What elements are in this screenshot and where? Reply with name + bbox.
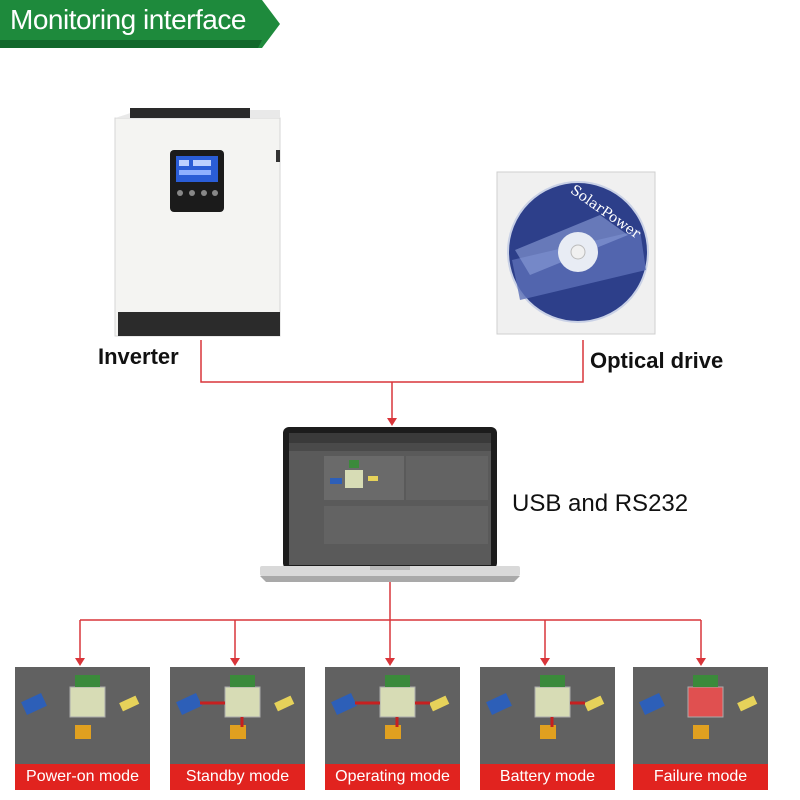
optical-drive-label: Optical drive (590, 348, 724, 373)
arrowheads (75, 418, 706, 666)
mode-label-failure: Failure mode (633, 764, 768, 790)
mode-label-power-on: Power-on mode (15, 764, 150, 790)
inverter-label: Inverter (98, 344, 179, 369)
banner-title: Monitoring interface (10, 4, 246, 35)
mode-label-battery: Battery mode (480, 764, 615, 790)
connection-label: USB and RS232 (512, 490, 689, 517)
mode-panel-graphics (15, 667, 768, 767)
banner-shape (0, 0, 280, 48)
laptop-image (260, 427, 520, 582)
inverter-image (114, 108, 281, 337)
connector-lines (79, 340, 702, 660)
mode-label-operating: Operating mode (325, 764, 460, 790)
cd-image: SolarPower (496, 171, 656, 335)
mode-label-standby: Standby mode (170, 764, 305, 790)
